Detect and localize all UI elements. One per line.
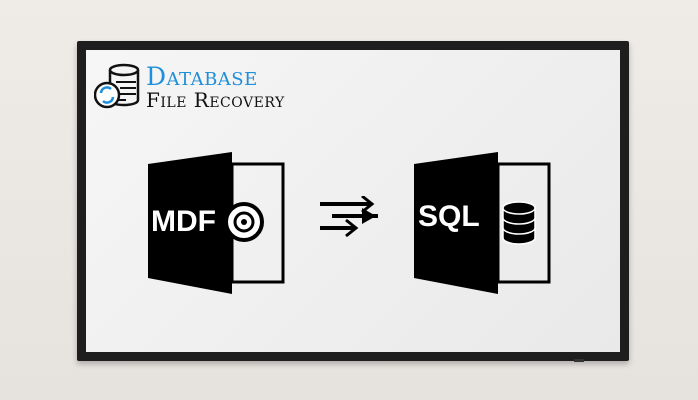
mdf-file-icon xyxy=(148,152,285,294)
logo-title: Database xyxy=(146,62,258,91)
database-recovery-logo-icon xyxy=(94,63,140,109)
sql-label: SQL xyxy=(418,200,480,233)
sql-file-icon xyxy=(414,152,551,294)
logo-subtitle: File Recovery xyxy=(146,88,285,112)
database-icon xyxy=(502,201,536,245)
mdf-label: MDF xyxy=(151,205,216,238)
convert-arrows-icon xyxy=(320,196,378,238)
tv-indicator xyxy=(574,359,584,362)
